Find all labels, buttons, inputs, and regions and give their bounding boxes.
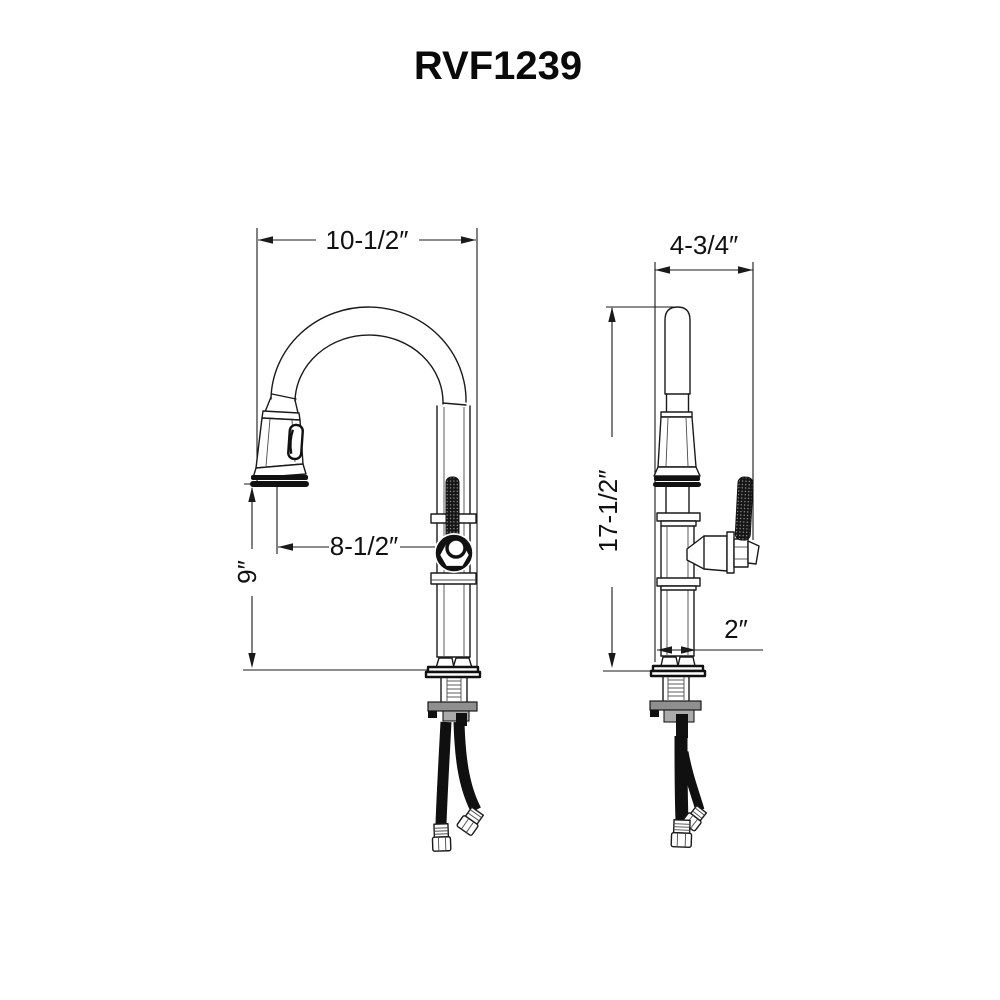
side-spout-tube [660,306,693,418]
sprayer-button [287,423,304,461]
front-valve-joint [434,533,474,573]
side-supply-hoses [670,735,708,848]
front-view: 10-1/2″ 9″ 8-1/2″ [232,225,485,852]
dim-label-deck-to-outlet: 9″ [232,560,262,584]
dim-front-height: 9″ [232,483,430,671]
dim-side-base-width: 2″ [657,614,763,654]
hose-fitting [456,806,485,836]
side-body-tube [656,512,701,657]
dim-front-overall-width: 10-1/2″ [256,225,478,668]
front-base-mount [424,657,482,726]
side-base-mount [649,656,707,738]
front-lower-collar [430,572,477,585]
mounting-bracket [649,700,702,711]
dim-label-depth: 4-3/4″ [670,230,738,260]
dim-side-overall-height: 17-1/2″ [593,306,680,672]
dim-side-depth: 4-3/4″ [654,230,754,662]
dim-label-overall-height: 17-1/2″ [593,470,623,553]
front-supply-hoses [431,721,485,852]
front-gooseneck-spout [264,306,467,414]
side-lower-collar [656,577,701,587]
dim-label-base-diameter: 2″ [724,614,748,644]
shank-threads [447,680,461,698]
model-number-title: RVF1239 [414,44,582,88]
side-sprayer-head [653,416,701,514]
front-lever-handle [445,476,460,541]
dim-front-spout-reach: 8-1/2″ [276,487,436,561]
dim-label-overall-width: 10-1/2″ [326,225,409,255]
front-sprayer-head [250,410,309,487]
hose-fitting [670,819,693,848]
shank-threads [668,679,684,697]
side-view: 4-3/4″ 17-1/2″ [593,230,763,848]
hose-fitting [431,823,452,852]
side-lever-handle [686,476,760,574]
sprayer-outlet-rim [251,475,308,480]
dim-label-spout-reach: 8-1/2″ [330,531,398,561]
mounting-bracket [427,701,478,712]
